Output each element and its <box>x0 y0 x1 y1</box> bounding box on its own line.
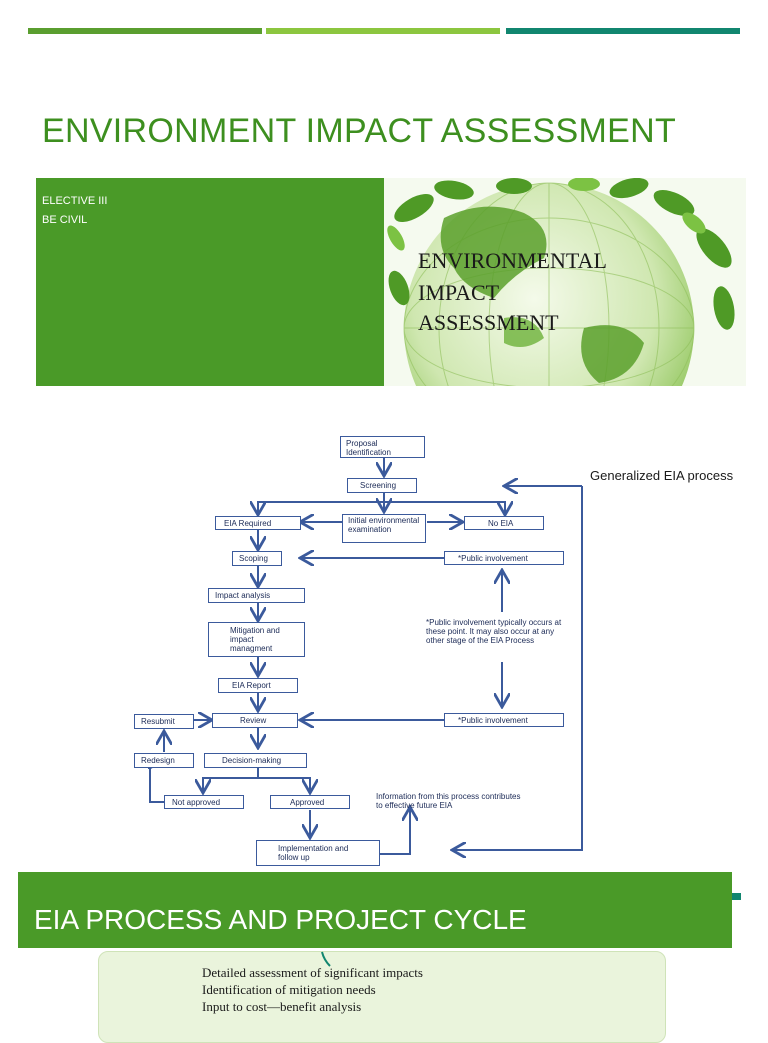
top-accent-bar-2 <box>266 28 500 34</box>
hero-text-line-2: IMPACT <box>418 280 500 305</box>
node-impact-analysis-label: Impact analysis <box>215 591 271 600</box>
node-public-1-label: *Public involvement <box>458 554 528 563</box>
node-scoping <box>232 551 282 566</box>
arrow-decision-not-approved <box>203 768 259 791</box>
public-involvement-note: *Public involvement typically occurs at … <box>426 618 562 645</box>
node-scoping-label: Scoping <box>239 554 268 563</box>
hero-text-line-1: ENVIRONMENTAL <box>418 248 607 273</box>
node-screening-label: Screening <box>360 481 397 490</box>
info-note: Information from this process contribute… <box>376 792 521 810</box>
node-redesign-label: Redesign <box>141 756 175 765</box>
arrow-screening-no-eia <box>384 501 505 513</box>
curve-connector <box>321 951 331 967</box>
node-no-eia-label: No EIA <box>488 519 514 528</box>
section2-banner <box>18 872 732 948</box>
node-redesign <box>134 753 194 768</box>
node-initial-exam-label: Initial environmental examination <box>348 516 420 534</box>
hero-text-line-3: ASSESSMENT <box>418 310 559 335</box>
slide-title: ENVIRONMENT IMPACT ASSESSMENT <box>42 112 677 150</box>
top-accent-bar-3 <box>506 28 740 34</box>
arrow-screening-eia-required <box>258 501 384 513</box>
node-decision-label: Decision-making <box>222 756 282 765</box>
node-resubmit <box>134 714 194 729</box>
globe-hero-image <box>384 178 746 386</box>
node-eia-report <box>218 678 298 693</box>
subtitle-panel <box>36 178 384 386</box>
node-not-approved <box>164 795 244 809</box>
subtitle-line-2: BE CIVIL <box>42 214 88 226</box>
node-not-approved-label: Not approved <box>172 798 221 807</box>
node-approved <box>270 795 350 809</box>
node-eia-required-label: EIA Required <box>224 519 272 528</box>
arrow-decision-approved <box>258 777 310 791</box>
top-accent-bar-1 <box>28 28 262 34</box>
node-public-2 <box>444 713 564 727</box>
note-line-1: Detailed assessment of significant impac… <box>202 965 423 980</box>
node-mitigation <box>208 622 305 657</box>
node-eia-report-label: EIA Report <box>232 681 271 690</box>
node-eia-required <box>215 516 301 530</box>
node-no-eia <box>464 516 544 530</box>
node-decision <box>204 753 307 768</box>
arrow-implementation-info <box>380 809 410 855</box>
node-approved-label: Approved <box>290 798 325 807</box>
node-public-2-label: *Public involvement <box>458 716 528 725</box>
node-review-label: Review <box>240 716 267 725</box>
note-line-2: Identification of mitigation needs <box>202 982 376 997</box>
node-public-1 <box>444 551 564 565</box>
node-review <box>212 713 298 728</box>
note-line-3: Input to cost—benefit analysis <box>202 999 362 1014</box>
section2-title: EIA PROCESS AND PROJECT CYCLE <box>34 904 527 935</box>
node-mitigation-label: Mitigation and impact managment <box>230 626 280 653</box>
subtitle-line-1: ELECTIVE III <box>42 195 108 207</box>
node-proposal-label: Proposal Identification <box>346 439 391 457</box>
arrow-loop-implementation <box>454 486 583 850</box>
node-implementation-label: Implementation and follow up <box>278 844 349 862</box>
section2-accent <box>732 893 741 900</box>
node-implementation <box>256 840 380 866</box>
node-initial-exam <box>342 514 426 543</box>
node-screening <box>347 478 417 493</box>
node-resubmit-label: Resubmit <box>141 717 175 726</box>
diagram-side-title: Generalized EIA process <box>590 468 734 483</box>
globe-illustration <box>384 178 746 386</box>
node-proposal <box>340 436 425 458</box>
node-impact-analysis <box>208 588 305 603</box>
